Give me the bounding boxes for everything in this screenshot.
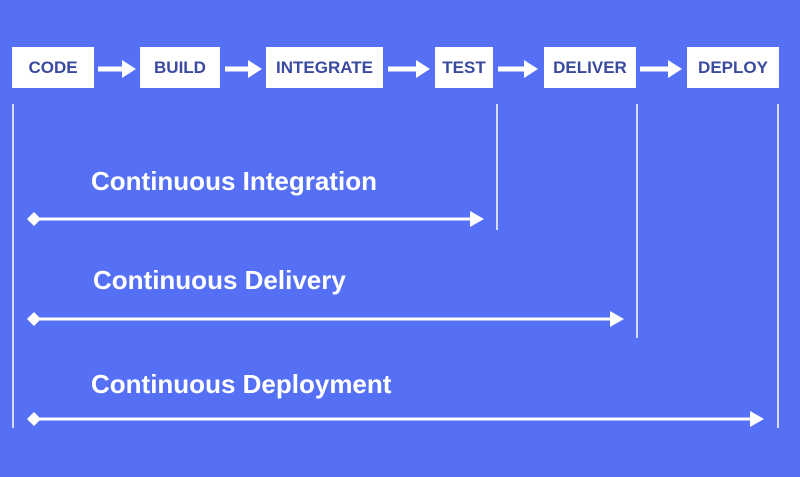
stage-arrow	[225, 60, 262, 78]
continuous-delivery-label: Continuous Delivery	[93, 265, 346, 295]
deployment-span-arrow	[27, 411, 764, 427]
stage-build: BUILD	[140, 47, 220, 88]
stage-arrow	[98, 60, 136, 78]
continuous-deployment-label: Continuous Deployment	[91, 369, 392, 399]
delivery-span-arrow	[27, 311, 624, 327]
integration-span-arrow	[27, 211, 484, 227]
continuous-integration-label: Continuous Integration	[91, 166, 377, 196]
stage-test: TEST	[435, 47, 493, 88]
stage-arrow	[640, 60, 682, 78]
stage-deploy: DEPLOY	[687, 47, 779, 88]
stage-arrow	[388, 60, 430, 78]
stage-code: CODE	[12, 47, 94, 88]
stage-arrow	[498, 60, 538, 78]
stage-integrate: INTEGRATE	[266, 47, 383, 88]
stage-deliver: DELIVER	[544, 47, 636, 88]
